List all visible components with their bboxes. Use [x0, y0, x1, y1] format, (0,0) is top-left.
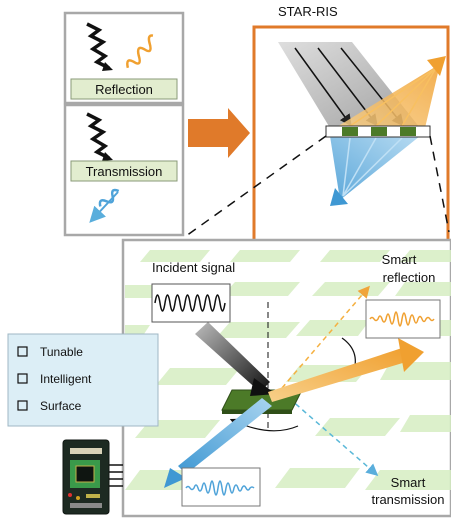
transmission-dashed-path — [281, 391, 379, 476]
checkbox-icon — [17, 400, 28, 411]
transmission-beam — [330, 136, 420, 200]
smart-transmission-label-line1: Smart — [391, 475, 426, 490]
smart-transmission-beam — [178, 398, 272, 474]
smart-reflection-label-line1: Smart — [382, 252, 417, 267]
tis-item-tunable: Tunable — [40, 345, 83, 359]
star-ris-frame: STAR-RIS — [252, 4, 450, 247]
reflection-dashed-path — [281, 285, 370, 389]
signal-source-icon — [86, 22, 113, 71]
tis-legend-box: Tunable Intelligent Surface — [7, 333, 159, 427]
transmission-panel: Transmission — [63, 103, 185, 237]
zoom-line-right — [429, 135, 450, 233]
tis-item-intelligent: Intelligent — [40, 372, 92, 386]
process-arrow — [188, 108, 250, 158]
reflection-label: Reflection — [95, 82, 153, 97]
reflection-wave-icon — [126, 34, 154, 69]
incident-signal-beam — [195, 322, 270, 392]
incident-signal-label: Incident signal — [152, 260, 235, 275]
reflection-beam — [335, 64, 440, 128]
scene-panel: Incident signal Smart reflection Smart t… — [121, 238, 451, 518]
transmission-label: Transmission — [86, 164, 163, 179]
tis-item-surface: Surface — [40, 399, 82, 413]
checkbox-icon — [17, 373, 28, 384]
signal-source-icon — [86, 112, 113, 161]
smart-transmission-label-line2: transmission — [372, 492, 445, 507]
reflection-waveform — [365, 299, 441, 339]
meta-element — [371, 127, 387, 136]
checkbox-icon — [17, 346, 28, 357]
incident-waveform — [151, 283, 231, 323]
circuit-board-icon — [62, 439, 123, 515]
transmission-waveform — [181, 467, 261, 507]
zoom-line-left — [185, 135, 327, 237]
transmission-wave-icon — [89, 188, 120, 223]
meta-element — [400, 127, 416, 136]
reflection-panel: Reflection — [63, 11, 185, 105]
star-ris-title: STAR-RIS — [278, 4, 338, 19]
smart-reflection-label-line2: reflection — [383, 270, 436, 285]
smart-reflection-beam — [268, 348, 406, 402]
meta-element — [342, 127, 358, 136]
